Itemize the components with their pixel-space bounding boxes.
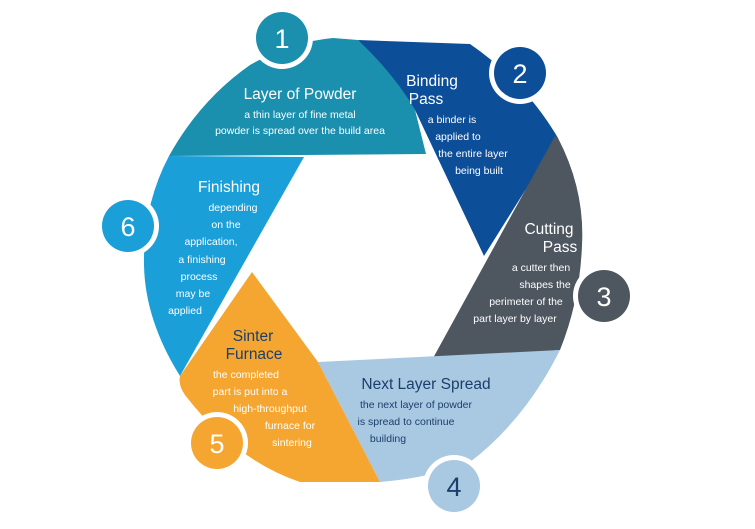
badge-2-number: 2 bbox=[512, 59, 527, 89]
step-2-body-line: the entire layer bbox=[438, 148, 508, 160]
step-6-body-line: application, bbox=[184, 236, 237, 248]
step-6-body-line: may be bbox=[176, 288, 211, 300]
step-2-body-line: applied to bbox=[435, 131, 481, 143]
badge-4: 4 bbox=[423, 455, 485, 517]
step-1-text: Layer of Powder a thin layer of fine met… bbox=[215, 86, 385, 137]
badge-3: 3 bbox=[573, 265, 635, 327]
step-3-body-line: shapes the bbox=[519, 279, 571, 291]
segment-1-layer-of-powder bbox=[169, 38, 426, 156]
step-5-body-line: high-throughput bbox=[233, 403, 307, 415]
badge-3-number: 3 bbox=[596, 282, 611, 312]
step-1-body-line: powder is spread over the build area bbox=[215, 125, 385, 137]
step-2-text: Binding Pass a binder is applied to the … bbox=[406, 73, 508, 177]
step-3-title: Pass bbox=[543, 239, 578, 256]
step-2-body-line: being built bbox=[455, 165, 503, 177]
segment-6-finishing bbox=[143, 156, 304, 376]
badge-2: 2 bbox=[489, 42, 551, 104]
badge-4-number: 4 bbox=[446, 472, 461, 502]
step-5-text: Sinter Furnace the completed part is put… bbox=[213, 328, 316, 449]
step-4-text: Next Layer Spread the next layer of powd… bbox=[358, 376, 491, 445]
segment-4-next-layer-spread bbox=[318, 350, 560, 482]
step-3-body-line: a cutter then bbox=[512, 262, 571, 274]
badge-1: 1 bbox=[251, 7, 313, 69]
step-6-text: Finishing depending on the application, … bbox=[168, 179, 260, 317]
step-1-body-line: a thin layer of fine metal bbox=[244, 109, 355, 121]
badge-5-number: 5 bbox=[209, 429, 224, 459]
step-1-title: Layer of Powder bbox=[244, 86, 357, 103]
step-5-body-line: the completed bbox=[213, 369, 279, 381]
step-5-body-line: furnace for bbox=[265, 420, 316, 432]
step-3-title: Cutting bbox=[524, 221, 573, 238]
step-2-title: Pass bbox=[409, 91, 444, 108]
step-3-body-line: part layer by layer bbox=[473, 313, 557, 325]
step-6-body-line: on the bbox=[211, 219, 240, 231]
step-4-body-line: is spread to continue bbox=[358, 416, 455, 428]
step-2-title: Binding bbox=[406, 73, 458, 90]
step-5-body-line: sintering bbox=[272, 437, 312, 449]
badge-6-number: 6 bbox=[120, 212, 135, 242]
step-5-title: Furnace bbox=[226, 346, 283, 363]
step-3-text: Cutting Pass a cutter then shapes the pe… bbox=[473, 221, 577, 325]
step-6-body-line: depending bbox=[208, 202, 257, 214]
step-5-body-line: part is put into a bbox=[213, 386, 288, 398]
step-3-body-line: perimeter of the bbox=[489, 296, 563, 308]
step-5-title: Sinter bbox=[233, 328, 274, 345]
step-6-body-line: a finishing bbox=[178, 254, 225, 266]
badge-6: 6 bbox=[97, 195, 159, 257]
badge-5: 5 bbox=[186, 412, 248, 474]
step-6-title: Finishing bbox=[198, 179, 260, 196]
step-6-body-line: process bbox=[181, 271, 218, 283]
step-6-body-line: applied bbox=[168, 305, 202, 317]
badge-1-number: 1 bbox=[274, 24, 289, 54]
step-4-body-line: the next layer of powder bbox=[360, 399, 473, 411]
segment-3-cutting-pass bbox=[432, 136, 583, 360]
step-2-body-line: a binder is bbox=[428, 114, 476, 126]
step-4-body-line: building bbox=[370, 433, 406, 445]
step-4-title: Next Layer Spread bbox=[361, 376, 490, 393]
